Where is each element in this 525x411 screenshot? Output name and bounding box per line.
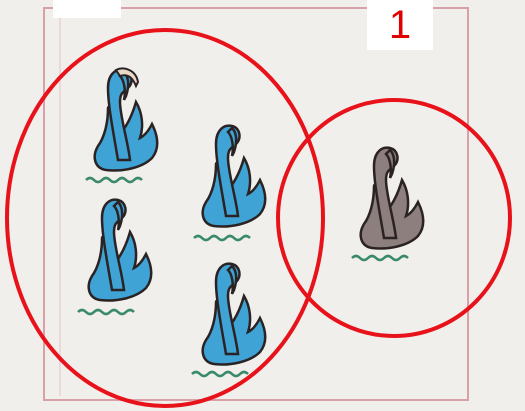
right-label-text: 1 [389, 5, 411, 45]
right-label-box: 1 [367, 0, 433, 50]
left-label-box [53, 0, 121, 18]
